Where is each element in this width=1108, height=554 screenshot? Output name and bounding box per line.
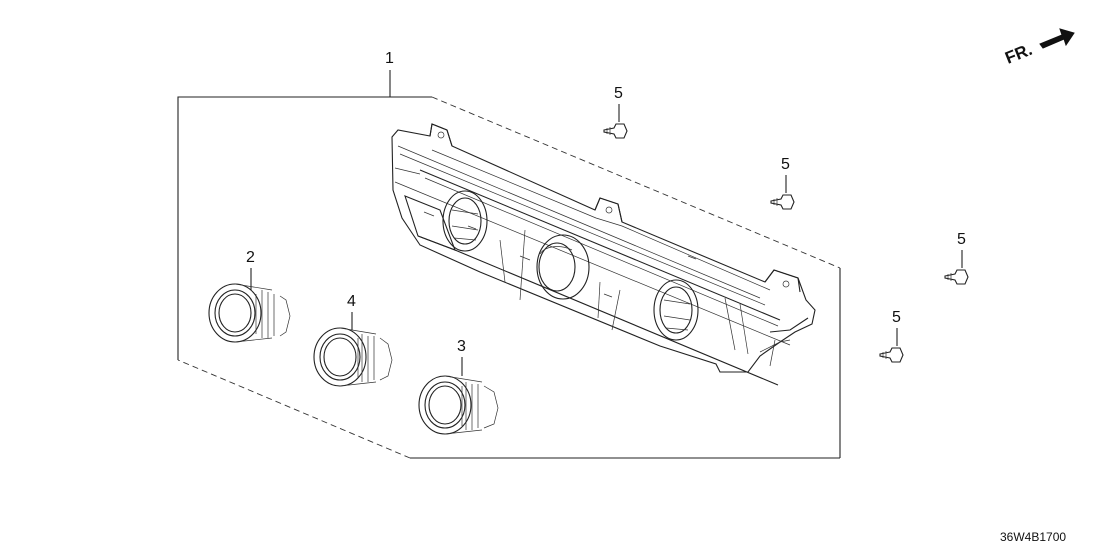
knob-2: 2 xyxy=(208,249,291,343)
callout-label-5a: 5 xyxy=(614,85,623,102)
screw-d: 5 xyxy=(879,309,904,363)
front-direction-arrow-icon xyxy=(1039,28,1075,49)
climate-control-panel xyxy=(391,123,816,386)
callout-label-3: 3 xyxy=(457,338,466,355)
screw-a: 5 xyxy=(603,85,628,139)
assembly-outline xyxy=(177,96,841,459)
callout-label-2: 2 xyxy=(246,249,255,266)
callout-label-4: 4 xyxy=(347,293,356,310)
screw-c: 5 xyxy=(944,231,969,285)
knob-4: 4 xyxy=(313,293,393,387)
callout-label-5d: 5 xyxy=(892,309,901,326)
callout-1: 1 xyxy=(385,50,394,97)
knob-3: 3 xyxy=(418,338,499,435)
fr-label: FR. xyxy=(1002,40,1035,68)
callout-label-1: 1 xyxy=(385,50,394,67)
screw-b: 5 xyxy=(770,156,795,210)
diagram-code: 36W4B1700 xyxy=(1000,530,1066,544)
callout-label-5c: 5 xyxy=(957,231,966,248)
callout-label-5b: 5 xyxy=(781,156,790,173)
front-direction-marker: FR. xyxy=(1002,28,1075,68)
